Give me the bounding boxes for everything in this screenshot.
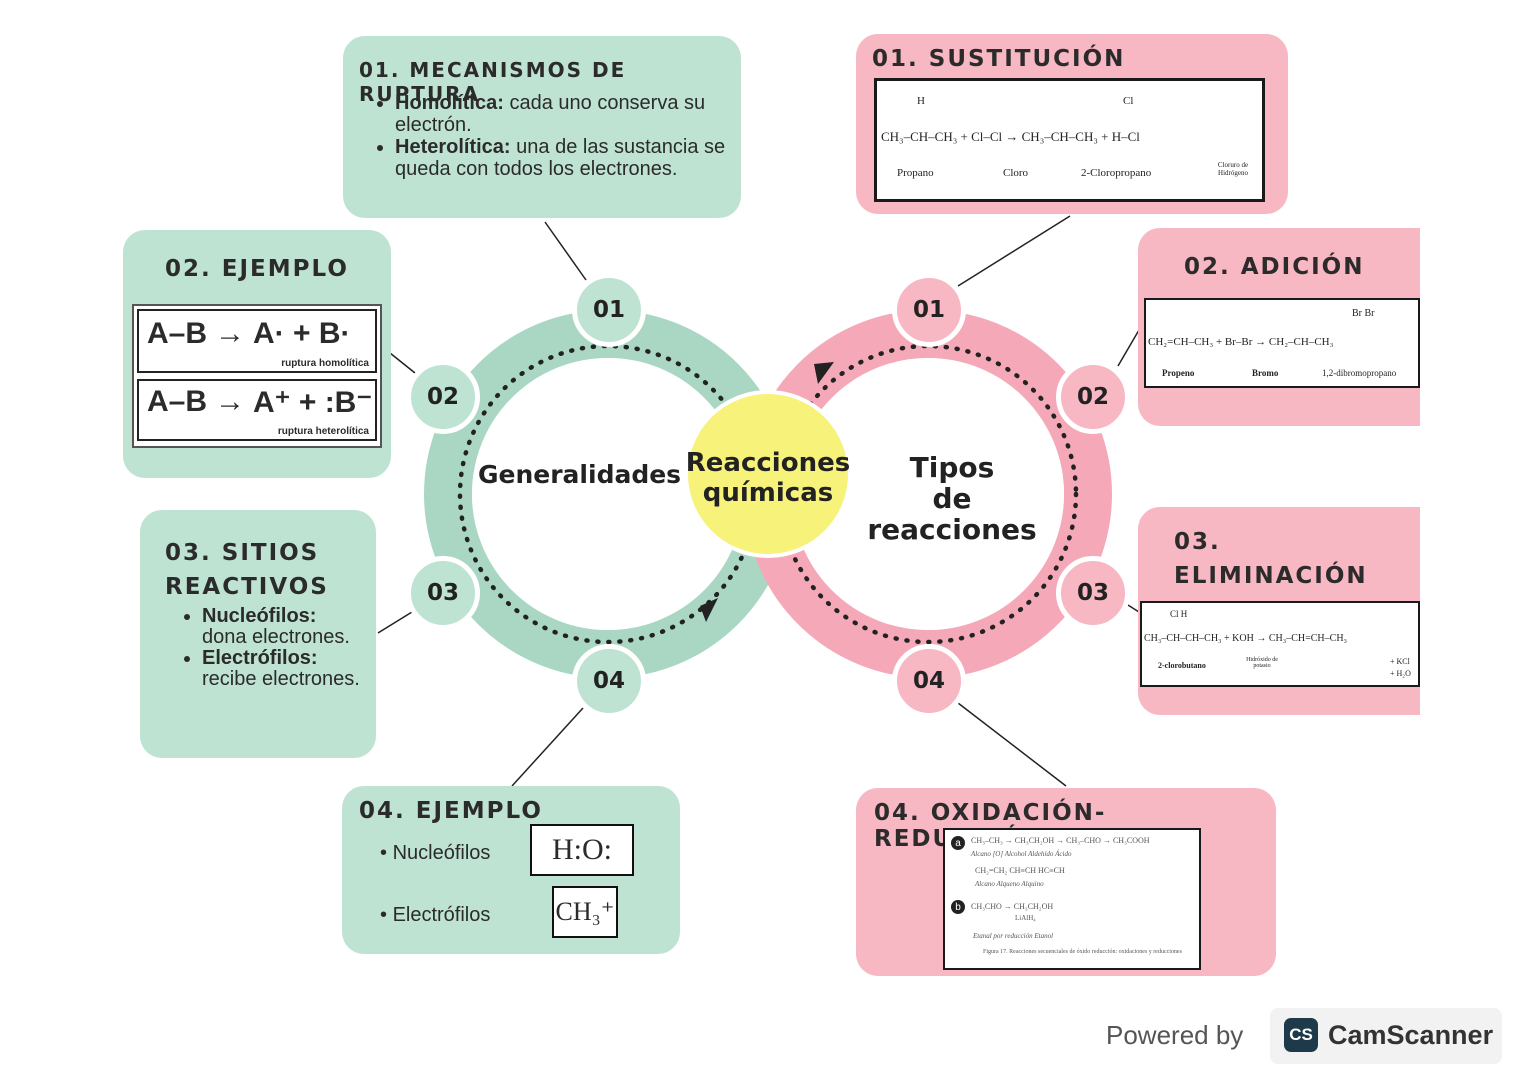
arrowhead-right	[814, 362, 834, 384]
center-label: Reacciones químicas	[680, 448, 856, 508]
arrowhead-left	[700, 598, 718, 622]
mecanismos-card: 01. MECANISMOS DE RUPTURA Homolítica: ca…	[343, 36, 741, 218]
mecanismos-title: 01. MECANISMOS DE RUPTURA	[359, 58, 627, 106]
eliminacion-title: 03. ELIMINACIÓN	[1174, 529, 1368, 589]
camscanner-logo-icon: CS	[1284, 1018, 1318, 1052]
tipos-line1: Tipos	[909, 451, 995, 484]
oxidacion-card: 04. OXIDACIÓN-REDUCCIÓN a CH₃–CH₃ → CH₃C…	[856, 788, 1276, 976]
tipos-label: Tipos de reacciones	[862, 452, 1042, 545]
left-node-03: 03	[406, 556, 480, 630]
camscanner-badge: CS CamScanner	[1270, 1008, 1502, 1064]
sitios-list: Nucleófilos:dona electrones. Electrófilo…	[180, 606, 382, 690]
adicion-equation: CH₂=CH–CH₃ + Br–Br → CH₂–CH–CH₃	[1148, 336, 1334, 348]
right-node-04: 04	[892, 644, 966, 718]
sitios-card: 03. SITIOS REACTIVOS Nucleófilos:dona el…	[140, 510, 376, 758]
adicion-title: 02. ADICIÓN	[1184, 254, 1365, 280]
list-item: Electrófilos:recibe electrones.	[202, 648, 382, 690]
badge-a: a	[951, 836, 965, 850]
center-line2: químicas	[702, 478, 834, 508]
oxidacion-figure: a CH₃–CH₃ → CH₃CH₂OH → CH₃–CHO → CH₃COOH…	[943, 828, 1201, 970]
methyl-cation-formula: CH₃⁺	[552, 886, 618, 938]
ejemplo02-frame: A–B → A· + B· ruptura homolítica A–B → A…	[132, 304, 382, 448]
right-node-02: 02	[1056, 360, 1130, 434]
arrow-icon: →	[215, 385, 245, 418]
tipos-line2: de	[932, 482, 972, 515]
left-node-04: 04	[572, 644, 646, 718]
ejemplo02-title: 02. EJEMPLO	[165, 256, 349, 282]
tipos-line3: reacciones	[867, 513, 1037, 546]
sustitucion-title: 01. SUSTITUCIÓN	[872, 46, 1126, 72]
homolitica-row: A–B → A· + B· ruptura homolítica	[137, 309, 377, 373]
sitios-title: 03. SITIOS REACTIVOS	[165, 540, 329, 600]
sustitucion-equation: CH₃–CH–CH₃ + Cl–Cl → CH₃–CH–CH₃ + H–Cl	[881, 129, 1140, 144]
eliminacion-equation-box: Cl H CH₃–CH–CH–CH₃ + KOH → CH₃–CH=CH–CH₃…	[1140, 601, 1420, 687]
sustitucion-equation-box: H Cl CH₃–CH–CH₃ + Cl–Cl → CH₃–CH–CH₃ + H…	[874, 78, 1265, 202]
arrow-icon: →	[215, 317, 245, 350]
badge-b: b	[951, 900, 965, 914]
ejemplo04-title: 04. EJEMPLO	[359, 798, 543, 824]
left-node-01: 01	[572, 273, 646, 347]
list-item: Heterolítica: una de las sustancia se qu…	[395, 136, 755, 180]
sustitucion-card: 01. SUSTITUCIÓN H Cl CH₃–CH–CH₃ + Cl–Cl …	[856, 34, 1288, 214]
connector-line	[544, 221, 587, 281]
ejemplo02-card: 02. EJEMPLO A–B → A· + B· ruptura homolí…	[123, 230, 391, 478]
hydroxide-formula: H:O:	[530, 824, 634, 876]
right-node-03: 03	[1056, 556, 1130, 630]
generalidades-label: Generalidades	[478, 460, 682, 489]
list-item: Homolítica: cada uno conserva su electró…	[395, 92, 755, 136]
right-node-01: 01	[892, 273, 966, 347]
eliminacion-equation: CH₃–CH–CH–CH₃ + KOH → CH₃–CH=CH–CH₃	[1144, 633, 1348, 644]
camscanner-brand: CamScanner	[1328, 1020, 1494, 1050]
heterolitica-row: A–B → A⁺ + :B⁻ ruptura heterolítica	[137, 379, 377, 441]
adicion-equation-box: Br Br CH₂=CH–CH₃ + Br–Br → CH₂–CH–CH₃ Pr…	[1144, 298, 1420, 388]
mecanismos-list: Homolítica: cada uno conserva su electró…	[373, 92, 755, 180]
eliminacion-card: 03. ELIMINACIÓN Cl H CH₃–CH–CH–CH₃ + KOH…	[1138, 507, 1420, 715]
adicion-card: 02. ADICIÓN Br Br CH₂=CH–CH₃ + Br–Br → C…	[1138, 228, 1420, 426]
center-line1: Reacciones	[685, 448, 851, 478]
nucleofilos-label: • Nucleófilos	[380, 842, 491, 864]
powered-by-text: Powered by	[1106, 1020, 1244, 1050]
center-circle	[684, 390, 852, 558]
ejemplo04-card: 04. EJEMPLO • Nucleófilos • Electrófilos…	[342, 786, 680, 954]
left-node-02: 02	[406, 360, 480, 434]
list-item: Nucleófilos:dona electrones.	[202, 606, 382, 648]
electrofilos-label: • Electrófilos	[380, 904, 491, 926]
